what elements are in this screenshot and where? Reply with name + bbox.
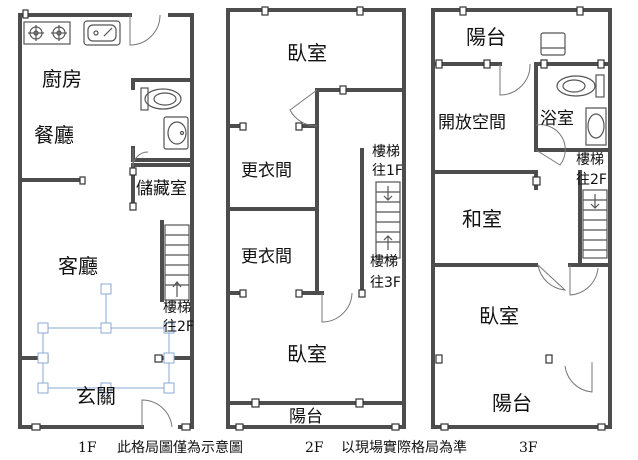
footer: 1F 此格局圖僅為示意圖 2F 以現場實際格局為準 3F <box>78 439 538 456</box>
room-label-living: 客廳 <box>58 254 98 278</box>
2f-closet1-door <box>289 89 318 127</box>
room-label-bedroom-top: 臥室 <box>287 41 327 65</box>
stair-down-label-line1: 樓梯 <box>372 144 400 160</box>
2f-outer-wall <box>226 8 406 429</box>
room-label-balcony-bottom: 陽台 <box>492 391 532 415</box>
floor-2f: 臥室 更衣間 更衣間 臥室 陽台 樓梯 往1F 樓梯 往3F <box>226 6 406 431</box>
toilet-icon <box>556 74 605 98</box>
floor-3f: 陽台 開放空間 浴室 和室 臥室 陽台 樓梯 往2F <box>431 6 612 431</box>
3f-bedroom-door <box>569 265 599 296</box>
floor-label-3f: 3F <box>519 440 538 456</box>
3f-bathroom-door <box>535 124 566 166</box>
2f-stair-wall <box>360 148 406 295</box>
stair-down-arrow-icon <box>383 186 393 201</box>
room-label-open-space: 開放空間 <box>438 113 506 133</box>
3f-tatami-door <box>537 264 567 291</box>
2f-closet-divider <box>226 124 319 211</box>
1f-stairs <box>164 224 190 301</box>
stair-up-arrow-icon <box>383 235 393 250</box>
3f-tatami-top-wall <box>431 170 538 190</box>
room-label-bedroom: 臥室 <box>479 304 519 328</box>
3f-balcony-door <box>499 63 531 96</box>
room-label-closet-1: 更衣間 <box>241 161 292 181</box>
2f-stairs <box>375 181 401 259</box>
room-label-balcony-top: 陽台 <box>466 25 506 49</box>
floor-label-1f: 1F <box>78 440 97 456</box>
stair-up-arrow-icon <box>172 281 182 297</box>
3f-bottom-balcony-door <box>564 362 593 393</box>
stove-icon <box>23 21 71 45</box>
room-label-bathroom: 浴室 <box>540 109 574 129</box>
floor-1f: 廚房 餐廳 儲藏室 客廳 玄關 樓梯 往2F <box>18 9 194 431</box>
stair-up-label-line1: 樓梯 <box>370 254 398 270</box>
room-label-kitchen: 廚房 <box>42 67 82 91</box>
room-label-balcony: 陽台 <box>289 407 323 427</box>
3f-outer-wall <box>431 8 612 429</box>
floor-label-2f: 2F <box>305 440 324 456</box>
disclaimer-note-1: 此格局圖僅為示意圖 <box>117 439 243 456</box>
room-label-entrance: 玄關 <box>76 384 116 408</box>
3f-stairs <box>582 189 608 259</box>
disclaimer-note-2: 以現場實際格局為準 <box>341 439 467 456</box>
stair-down-label-line2: 往1F <box>372 163 403 179</box>
2f-bedroom-door <box>321 292 353 323</box>
1f-front-door <box>141 399 173 428</box>
room-label-bedroom-bottom: 臥室 <box>287 342 327 366</box>
kitchen-sink-icon <box>83 20 121 46</box>
stair-up-label-line2: 往3F <box>370 275 401 291</box>
2f-closet1-top-wall <box>226 88 319 128</box>
stair-label-line1: 樓梯 <box>576 152 604 168</box>
3f-pillars <box>435 6 606 431</box>
1f-back-door <box>129 14 161 46</box>
room-label-tatami: 和室 <box>462 207 502 231</box>
selection-box <box>37 283 175 394</box>
2f-pillars <box>235 6 400 431</box>
stair-down-arrow-icon <box>590 194 600 209</box>
1f-toilet-wall <box>131 78 194 162</box>
room-label-dining: 餐廳 <box>34 123 74 147</box>
basin-icon <box>585 107 607 146</box>
stair-label-line2: 往2F <box>576 172 607 188</box>
toilet-icon <box>140 87 182 111</box>
room-label-closet-2: 更衣間 <box>241 247 292 267</box>
stair-label-line2: 往2F <box>163 319 194 335</box>
room-label-storage: 儲藏室 <box>136 179 187 199</box>
washing-machine-icon <box>540 32 566 56</box>
basin-icon <box>163 116 189 150</box>
stair-label-line1: 樓梯 <box>163 300 191 316</box>
